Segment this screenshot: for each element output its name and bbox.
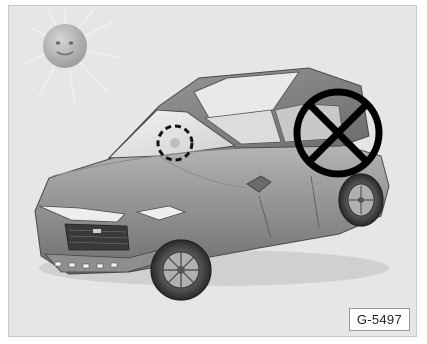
illustration-frame: G-5497	[8, 5, 417, 337]
suv-car-icon	[35, 68, 389, 300]
sun-icon	[23, 10, 121, 102]
illustration-canvas	[9, 6, 417, 337]
figure-code-label: G-5497	[349, 308, 410, 331]
